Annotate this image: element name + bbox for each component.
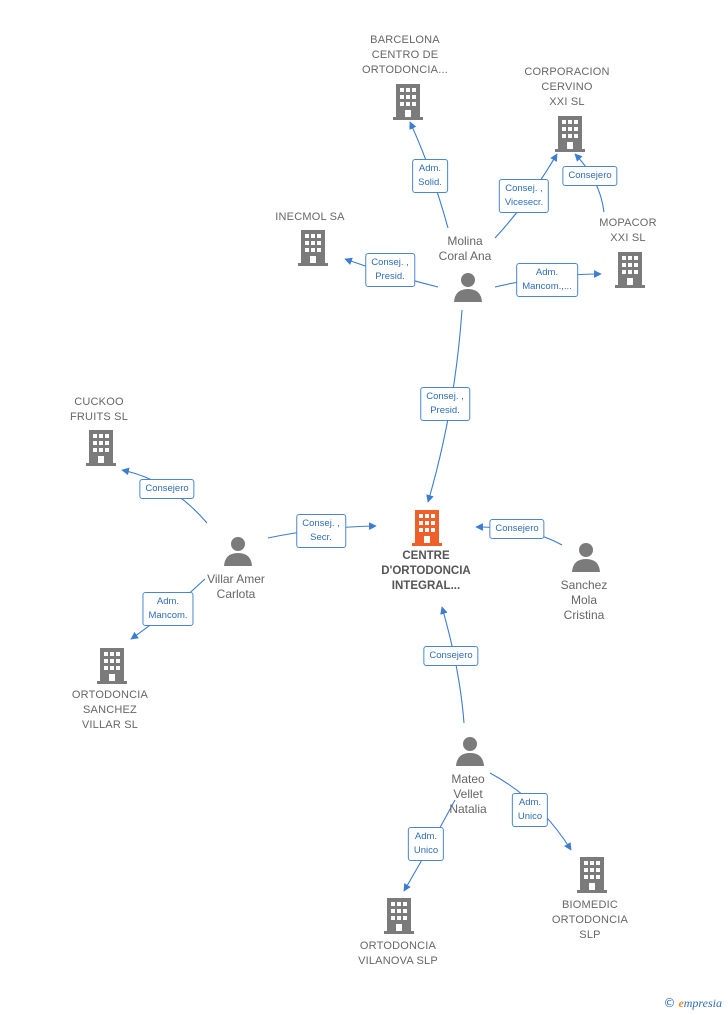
company-label-inecmol[interactable]: INECMOL SA [275, 211, 345, 223]
relation-label-molina-centre: Consej. , Presid. [420, 387, 470, 421]
relation-label-sanchez-centre: Consejero [489, 519, 545, 539]
building-icon [298, 230, 328, 266]
relation-label-mateo-vilanova: Adm. Unico [407, 827, 445, 861]
person-icon [454, 273, 482, 302]
relation-label-mateo-centre: Consejero [423, 646, 479, 666]
main-company-label[interactable]: CENTRE D'ORTODONCIA INTEGRAL... [381, 550, 471, 592]
company-label-ortodoncia-sanchez-villar[interactable]: ORTODONCIA SANCHEZ VILLAR SL [71, 689, 149, 731]
person-label-molina[interactable]: Molina Coral Ana [438, 234, 492, 263]
building-icon [384, 898, 414, 934]
company-label-corporacion[interactable]: CORPORACION CERVINO XXI SL [524, 66, 610, 108]
company-label-ortodoncia-vilanova[interactable]: ORTODONCIA VILANOVA SLP [358, 940, 438, 967]
relation-label-villar-ortodoncia-sv: Adm. Mancom. [142, 592, 194, 626]
building-icon [412, 510, 442, 546]
company-label-biomedic[interactable]: BIOMEDIC ORTODONCIA SLP [551, 899, 629, 941]
building-icon [97, 648, 127, 684]
person-icon [224, 537, 252, 566]
company-label-barcelona[interactable]: BARCELONA CENTRO DE ORTODONCIA... [362, 34, 448, 76]
building-icon [393, 84, 423, 120]
person-icon [572, 543, 600, 572]
empresia-logo[interactable]: ©empresia [663, 996, 722, 1011]
relation-label-villar-cuckoo: Consejero [139, 479, 195, 499]
copyright-icon: © [663, 996, 676, 1010]
building-icon [615, 252, 645, 288]
relation-label-molina-barcelona: Adm. Solid. [412, 159, 448, 193]
person-icon [456, 737, 484, 766]
relation-label-mopacor-corporacion: Consejero [562, 166, 618, 186]
brand-name: mpresia [683, 996, 722, 1010]
building-icon [86, 430, 116, 466]
relation-label-molina-corporacion: Consej. , Vicesecr. [498, 179, 550, 213]
relation-label-mateo-biomedic: Adm. Unico [511, 793, 549, 827]
person-label-sanchez[interactable]: Sanchez Mola Cristina [560, 578, 608, 622]
relation-label-villar-centre: Consej. , Secr. [296, 514, 346, 548]
relation-label-molina-mopacor: Adm. Mancom.,... [516, 263, 578, 297]
building-icon [577, 857, 607, 893]
relation-label-molina-inecmol: Consej. , Presid. [365, 253, 415, 287]
edge-mateo-centre [440, 606, 465, 724]
brand-initial: e [678, 996, 684, 1010]
person-label-mateo[interactable]: Mateo Vellet Natalia [449, 772, 487, 816]
company-label-cuckoo[interactable]: CUCKOO FRUITS SL [69, 396, 129, 423]
building-icon [555, 116, 585, 152]
company-label-mopacor[interactable]: MOPACOR XXI SL [599, 217, 657, 244]
person-label-villar[interactable]: Villar Amer Carlota [207, 572, 265, 601]
